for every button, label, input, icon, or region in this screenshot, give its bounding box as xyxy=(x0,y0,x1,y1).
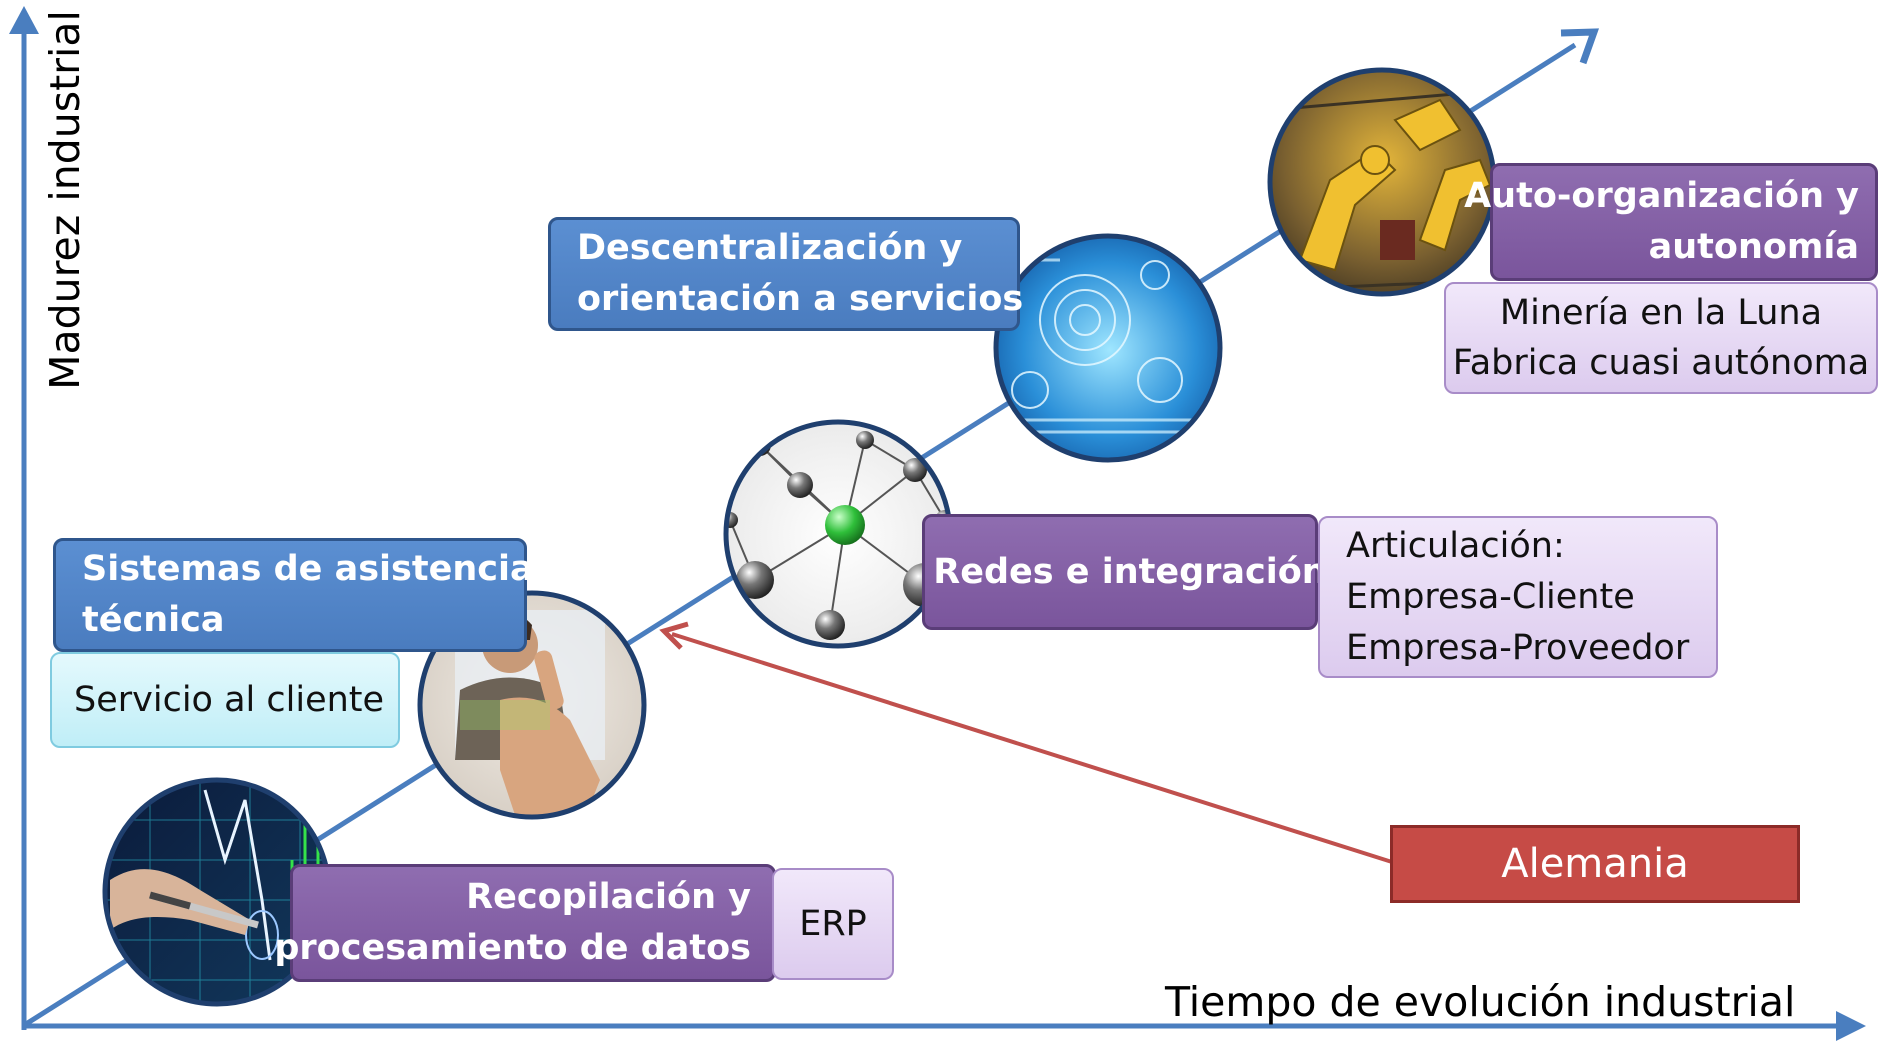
stage-5-example-box: Minería en la Luna Fabrica cuasi autónom… xyxy=(1444,282,1878,394)
stage-2-example-line-1: Servicio al cliente xyxy=(74,680,385,720)
stage-4-title-line-1: Descentralización y xyxy=(577,228,963,268)
alemania-pointer-arrowhead xyxy=(659,621,689,650)
stage-1-example-box: ERP xyxy=(772,868,894,980)
stage-5-title-box: Auto-organización y autonomía xyxy=(1464,163,1878,281)
trend-arrowhead xyxy=(1560,28,1600,65)
stage-3-title-line-1: Redes e integración xyxy=(933,551,1327,592)
stage-1-example-line-1: ERP xyxy=(799,904,867,944)
stage-4-title-line-2: orientación a servicios xyxy=(577,279,1024,319)
stage-5-title-line-2: autonomía xyxy=(1648,227,1859,267)
stage-5-example-line-2: Fabrica cuasi autónoma xyxy=(1452,343,1870,383)
x-axis-arrowhead xyxy=(1836,1011,1866,1041)
stage-2-title-line-1: Sistemas de asistencia xyxy=(82,549,534,589)
y-axis-label: Madurez industrial xyxy=(41,10,89,390)
alemania-highlight-box: Alemania xyxy=(1390,825,1800,903)
stage-3-title-box: Redes e integración xyxy=(922,514,1327,630)
stage-3-example-line-1: Articulación: xyxy=(1346,525,1565,566)
stage-2-title-box: Sistemas de asistencia técnica xyxy=(53,538,534,652)
y-axis-arrowhead xyxy=(9,6,39,34)
stage-3-example-line-2: Empresa-Cliente xyxy=(1346,576,1635,617)
stage-4-title-box: Descentralización y orientación a servic… xyxy=(548,217,1024,331)
stage-5-example-line-1: Minería en la Luna xyxy=(1499,293,1823,333)
stage-2-example-box: Servicio al cliente xyxy=(50,652,400,748)
x-axis-label: Tiempo de evolución industrial xyxy=(1165,978,1796,1026)
stage-3-example-line-3: Empresa-Proveedor xyxy=(1346,627,1690,668)
network-nodes-photo xyxy=(723,419,953,649)
stage-2-title-line-2: técnica xyxy=(82,600,225,640)
stage-1-title-line-2: procesamiento de datos xyxy=(274,928,751,968)
alemania-label: Alemania xyxy=(1501,841,1689,887)
stage-1-title-line-1: Recopilación y xyxy=(466,877,751,917)
digital-interface-photo xyxy=(993,233,1223,463)
alemania-pointer-arrow xyxy=(671,632,1393,864)
stage-5-title-line-1: Auto-organización y xyxy=(1464,176,1859,216)
industrial-robots-photo xyxy=(1267,67,1497,297)
stage-3-example-box: Articulación: Empresa-Cliente Empresa-Pr… xyxy=(1318,516,1718,678)
stage-1-title-box: Recopilación y procesamiento de datos xyxy=(274,864,776,982)
